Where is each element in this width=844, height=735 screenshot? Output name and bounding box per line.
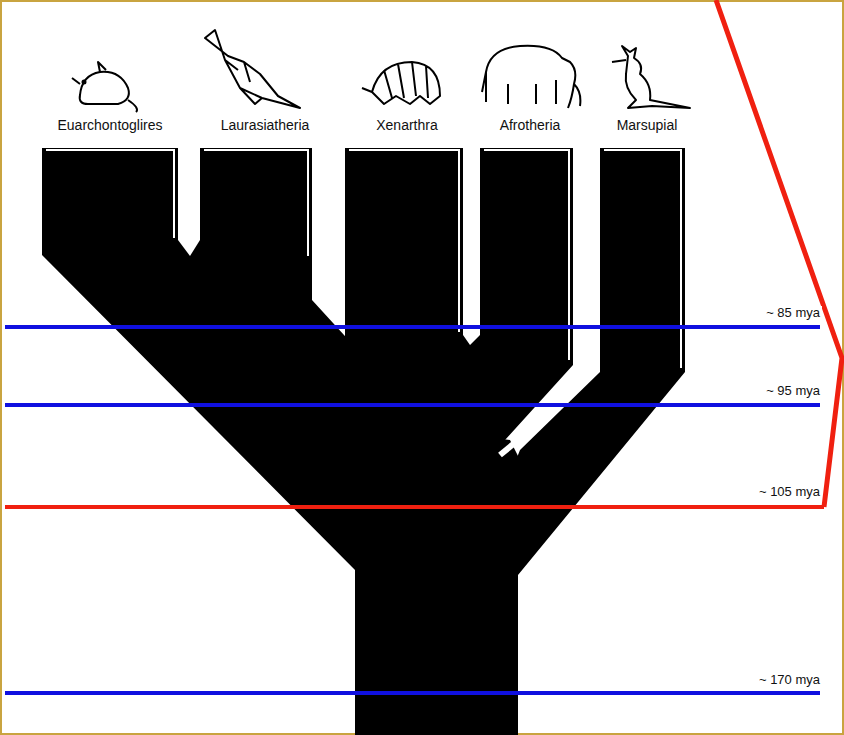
time-line [5, 325, 820, 329]
time-label: ~ 105 mya [757, 485, 822, 500]
time-label: ~ 95 mya [764, 384, 822, 399]
highlight-time-line [5, 505, 824, 509]
tree-branches [42, 148, 685, 735]
clade-label: Marsupial [617, 117, 678, 133]
branch-outline [46, 150, 681, 368]
time-line [5, 403, 820, 407]
zoom-marker [716, 0, 842, 507]
clade-label: Xenarthra [376, 117, 437, 133]
clade-label: Euarchontoglires [57, 117, 162, 133]
time-label: ~ 85 mya [764, 306, 822, 321]
clade-label: Afrotheria [500, 117, 561, 133]
time-label: ~ 170 mya [757, 673, 822, 688]
branch-gap [500, 414, 550, 455]
clade-label: Laurasiatheria [221, 117, 310, 133]
animal-icons [72, 30, 690, 112]
time-line [5, 691, 820, 695]
